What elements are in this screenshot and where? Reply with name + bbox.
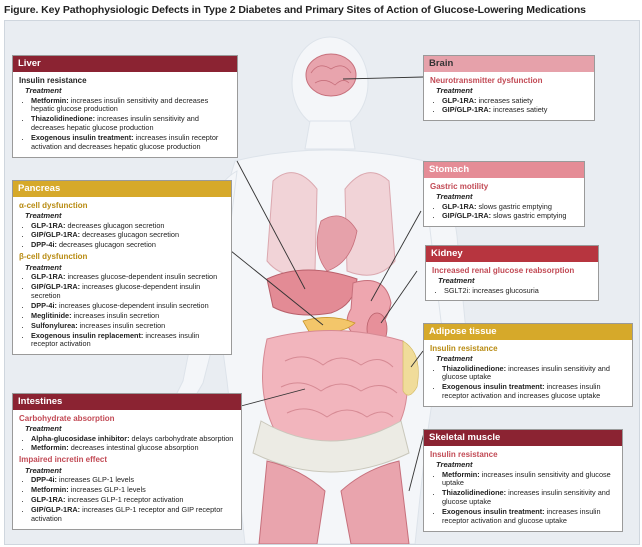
list-item: GLP-1RA: increases glucose-dependent ins… bbox=[31, 272, 225, 282]
diagram-canvas: Liver Insulin resistance Treatment Metfo… bbox=[4, 20, 640, 545]
list-item: Thiazolidinedione: increases insulin sen… bbox=[31, 114, 231, 133]
liver-title: Liver bbox=[13, 56, 237, 72]
list-item: Metformin: increases insulin sensitivity… bbox=[442, 470, 616, 489]
treatment-label: Treatment bbox=[25, 211, 62, 221]
pancreas-subheading: α-cell dysfunction bbox=[19, 200, 88, 210]
liver-box: Liver Insulin resistance Treatment Metfo… bbox=[12, 55, 238, 158]
intestines-organ bbox=[262, 330, 408, 445]
list-item: Thiazolidinedione: increases insulin sen… bbox=[442, 488, 616, 507]
treatment-label: Treatment bbox=[25, 466, 62, 476]
stomach-title: Stomach bbox=[424, 162, 584, 178]
treatment-label: Treatment bbox=[25, 86, 62, 96]
brain-title: Brain bbox=[424, 56, 594, 72]
list-item: GLP-1RA: slows gastric emptying bbox=[442, 202, 578, 212]
treatment-list: GLP-1RA: slows gastric emptying GIP/GLP-… bbox=[430, 202, 578, 222]
pancreas-subheading: β-cell dysfunction bbox=[19, 252, 88, 262]
list-item: Alpha-glucosidase inhibitor: delays carb… bbox=[31, 434, 235, 444]
list-item: Meglitinide: increases insulin secretion bbox=[31, 311, 225, 321]
treatment-list: Thiazolidinedione: increases insulin sen… bbox=[430, 364, 626, 402]
list-item: GIP/GLP-1RA: decreases glucagon secretio… bbox=[31, 231, 225, 240]
treatment-label: Treatment bbox=[436, 192, 473, 202]
treatment-list: SGLT2i: increases glucosuria bbox=[432, 286, 592, 296]
kidney-subheading: Increased renal glucose reabsorption bbox=[432, 265, 575, 275]
list-item: GLP-1RA: decreases glucagon secretion bbox=[31, 221, 225, 231]
treatment-list: DPP-4i: increases GLP-1 levels Metformin… bbox=[19, 475, 235, 524]
list-item: GLP-1RA: increases GLP-1 receptor activa… bbox=[31, 495, 235, 505]
list-item: Exogenous insulin treatment: increases i… bbox=[442, 382, 626, 401]
liver-organ bbox=[266, 269, 358, 316]
treatment-label: Treatment bbox=[25, 424, 62, 434]
adipose-subheading: Insulin resistance bbox=[430, 343, 498, 353]
treatment-list: GLP-1RA: increases satiety GIP/GLP-1RA: … bbox=[430, 96, 588, 116]
treatment-label: Treatment bbox=[438, 276, 475, 286]
adipose-region bbox=[402, 340, 419, 396]
pelvis bbox=[252, 420, 410, 473]
treatment-label: Treatment bbox=[436, 86, 473, 96]
leader-lines bbox=[230, 76, 426, 492]
list-item: Exogenous insulin treatment: increases i… bbox=[442, 507, 616, 526]
brain-subheading: Neurotransmitter dysfunction bbox=[430, 75, 543, 85]
lungs bbox=[266, 172, 318, 276]
intestines-subheading: Carbohydrate absorption bbox=[19, 413, 115, 423]
intestines-box: Intestines Carbohydrate absorption Treat… bbox=[12, 393, 242, 530]
list-item: Metformin: decreases intestinal glucose … bbox=[31, 444, 235, 453]
treatment-list: Alpha-glucosidase inhibitor: delays carb… bbox=[19, 434, 235, 454]
muscle-box: Skeletal muscle Insulin resistance Treat… bbox=[423, 429, 623, 532]
list-item: Exogenous insulin treatment: increases i… bbox=[31, 133, 231, 152]
muscle-subheading: Insulin resistance bbox=[430, 449, 498, 459]
list-item: Sulfonylurea: increases insulin secretio… bbox=[31, 321, 225, 331]
list-item: GIP/GLP-1RA: increases glucose-dependent… bbox=[31, 282, 225, 301]
list-item: Exogenous insulin replacement: increases… bbox=[31, 331, 225, 350]
kidney-title: Kidney bbox=[426, 246, 598, 262]
heart bbox=[316, 215, 358, 272]
list-item: SGLT2i: increases glucosuria bbox=[444, 286, 592, 296]
list-item: GIP/GLP-1RA: increases GLP-1 receptor an… bbox=[31, 505, 235, 524]
pancreas-box: Pancreas α-cell dysfunction Treatment GL… bbox=[12, 180, 232, 356]
list-item: GIP/GLP-1RA: slows gastric emptying bbox=[442, 212, 578, 221]
muscle-region bbox=[258, 460, 326, 544]
treatment-list: Metformin: increases insulin sensitivity… bbox=[430, 470, 616, 526]
list-item: GLP-1RA: increases satiety bbox=[442, 96, 588, 106]
treatment-label: Treatment bbox=[25, 263, 62, 272]
muscle-title: Skeletal muscle bbox=[424, 430, 622, 446]
list-item: Metformin: increases GLP-1 levels bbox=[31, 485, 235, 495]
list-item: DPP-4i: increases glucose-dependent insu… bbox=[31, 301, 225, 311]
treatment-list: GLP-1RA: increases glucose-dependent ins… bbox=[19, 272, 225, 350]
adipose-title: Adipose tissue bbox=[424, 324, 632, 340]
intestines-title: Intestines bbox=[13, 394, 241, 410]
brain-box: Brain Neurotransmitter dysfunction Treat… bbox=[423, 55, 595, 122]
pancreas-title: Pancreas bbox=[13, 181, 231, 197]
list-item: DPP-4i: decreases glucagon secretion bbox=[31, 240, 225, 250]
list-item: DPP-4i: increases GLP-1 levels bbox=[31, 475, 235, 485]
treatment-label: Treatment bbox=[436, 354, 473, 364]
liver-subheading: Insulin resistance bbox=[19, 75, 87, 85]
intestines-subheading: Impaired incretin effect bbox=[19, 455, 108, 465]
treatment-label: Treatment bbox=[436, 460, 473, 470]
list-item: Metformin: increases insulin sensitivity… bbox=[31, 96, 231, 115]
stomach-subheading: Gastric motility bbox=[430, 181, 489, 191]
list-item: GIP/GLP-1RA: increases satiety bbox=[442, 106, 588, 115]
treatment-list: GLP-1RA: decreases glucagon secretion GI… bbox=[19, 221, 225, 251]
kidney-box: Kidney Increased renal glucose reabsorpt… bbox=[425, 245, 599, 302]
treatment-list: Metformin: increases insulin sensitivity… bbox=[19, 96, 231, 152]
stomach-box: Stomach Gastric motility Treatment GLP-1… bbox=[423, 161, 585, 228]
list-item: Thiazolidinedione: increases insulin sen… bbox=[442, 364, 626, 383]
adipose-box: Adipose tissue Insulin resistance Treatm… bbox=[423, 323, 633, 408]
brain-organ bbox=[305, 53, 357, 97]
figure-title: Figure. Key Pathophysiologic Defects in … bbox=[4, 4, 586, 16]
